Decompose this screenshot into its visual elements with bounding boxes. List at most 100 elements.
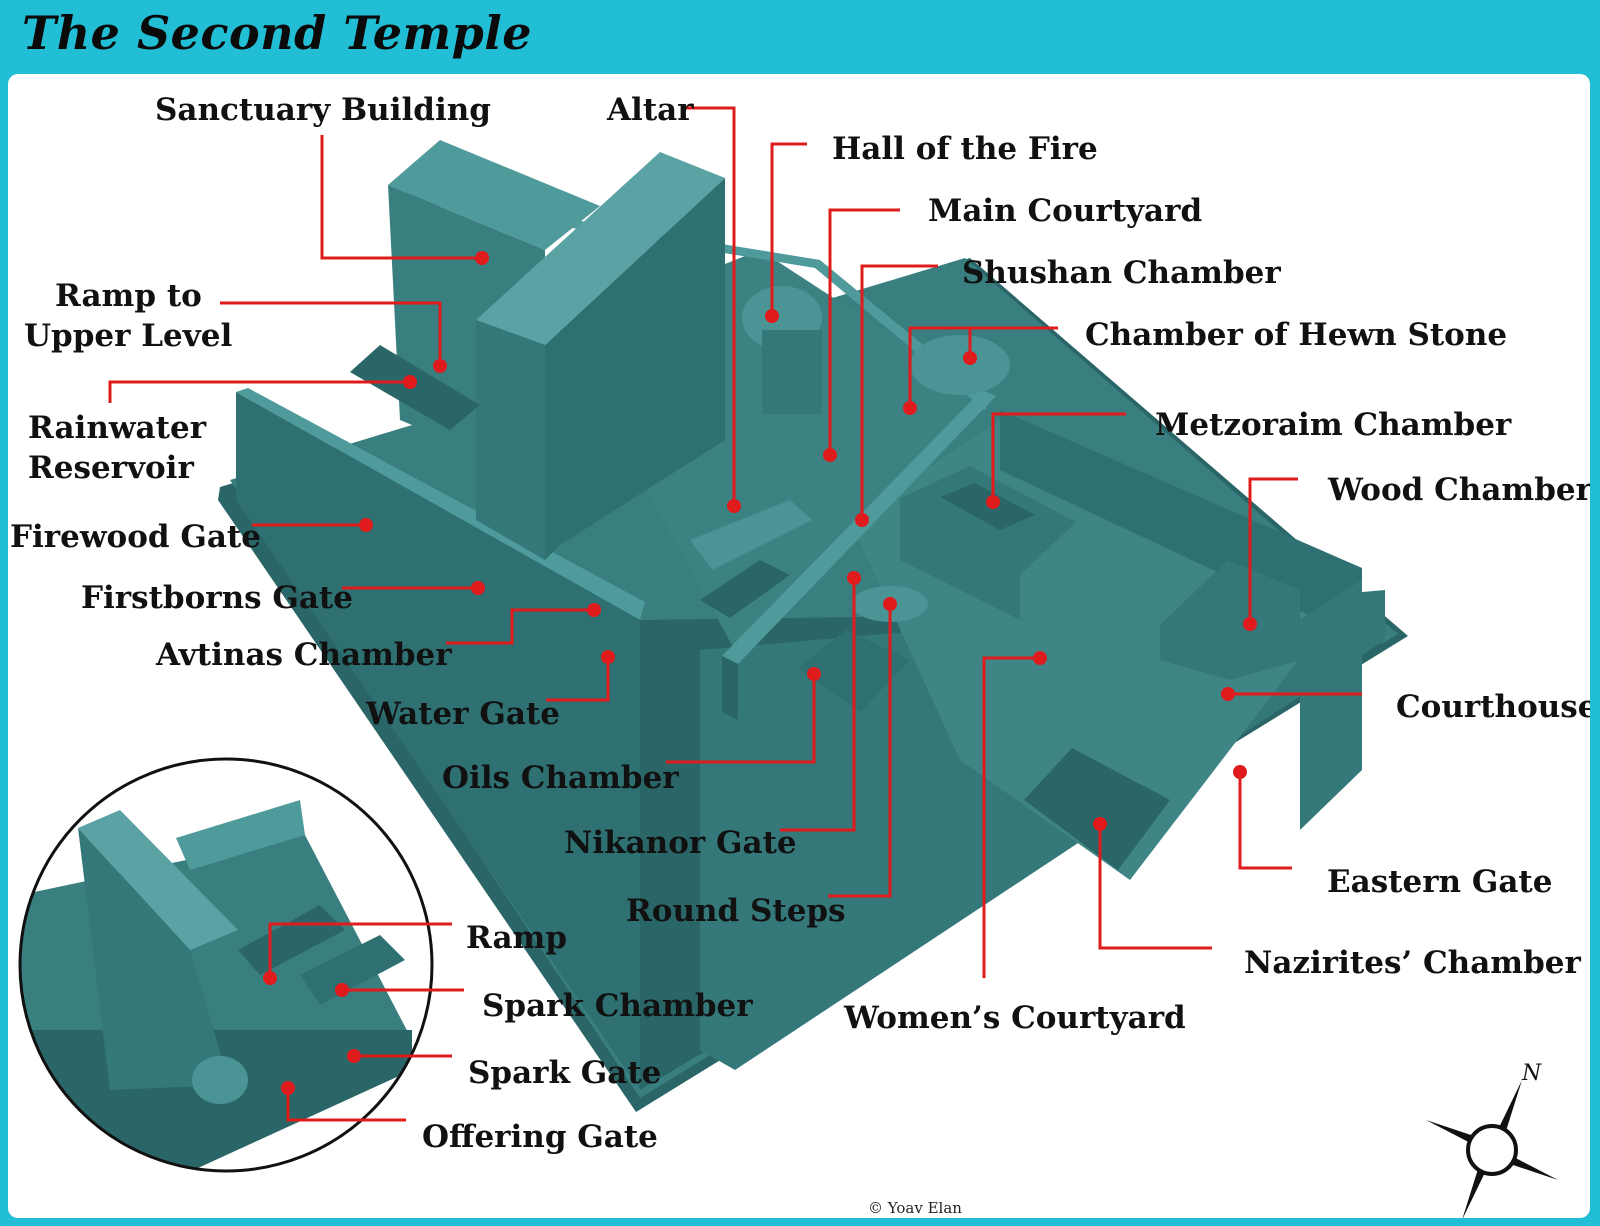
wood-chamber-block bbox=[1160, 560, 1300, 680]
label-round-steps: Round Steps bbox=[626, 893, 846, 929]
leader-offering bbox=[286, 1088, 406, 1122]
dot-eastern bbox=[1233, 765, 1247, 779]
label-metzoraim-chamber: Metzoraim Chamber bbox=[1155, 407, 1512, 443]
dot-firewood bbox=[359, 518, 373, 532]
leader-hall-of-fire bbox=[770, 142, 807, 316]
dot-spark-chamber bbox=[335, 983, 349, 997]
sanctuary-face-side bbox=[545, 178, 725, 560]
leader-avtinas bbox=[446, 608, 594, 645]
label-avtinas-chamber: Avtinas Chamber bbox=[155, 637, 452, 673]
east-wall-end bbox=[1300, 580, 1362, 830]
leader-round-steps bbox=[828, 604, 892, 898]
label-spark-gate: Spark Gate bbox=[468, 1055, 661, 1091]
leader-wood bbox=[1248, 477, 1298, 624]
compass-rose: N bbox=[1426, 1061, 1558, 1218]
dividing-wall bbox=[722, 390, 996, 664]
label-ramp-to-upper-2: Upper Level bbox=[24, 318, 232, 354]
label-ramp: Ramp bbox=[466, 920, 567, 956]
altar-block bbox=[690, 500, 812, 570]
label-nazirites-chamber: Nazirites’ Chamber bbox=[1244, 945, 1581, 981]
label-spark-chamber: Spark Chamber bbox=[482, 988, 753, 1024]
leader-nazirites bbox=[1098, 824, 1212, 950]
inset-sanctuary-top bbox=[78, 810, 238, 950]
leader-nikanor bbox=[780, 578, 856, 832]
dot-hewn-stone-1 bbox=[903, 401, 917, 415]
label-sanctuary-building: Sanctuary Building bbox=[155, 92, 491, 128]
dot-offering bbox=[281, 1081, 295, 1095]
label-courthouse: Courthouse bbox=[1396, 689, 1590, 725]
sanctuary-face-front bbox=[476, 320, 545, 560]
inset-sanctuary-rear bbox=[176, 800, 305, 870]
dot-oils bbox=[807, 667, 821, 681]
sanctuary-rear-top bbox=[388, 140, 600, 250]
label-oils-chamber: Oils Chamber bbox=[442, 760, 679, 796]
label-hall-of-the-fire: Hall of the Fire bbox=[832, 131, 1098, 167]
leader-eastern bbox=[1238, 772, 1292, 870]
dot-nazirites bbox=[1093, 817, 1107, 831]
inset-spark-chamber bbox=[300, 935, 405, 1005]
leader-sanctuary bbox=[320, 135, 482, 260]
nazirites-chamber-block bbox=[1024, 748, 1170, 870]
page-title: The Second Temple bbox=[22, 6, 533, 60]
dot-nikanor bbox=[847, 571, 861, 585]
dot-firstborns bbox=[471, 581, 485, 595]
leader-hewn-stone bbox=[908, 326, 1058, 408]
hewn-stone-dome bbox=[910, 335, 1010, 395]
altar-steps bbox=[700, 560, 790, 618]
dot-ramp bbox=[263, 971, 277, 985]
label-firewood-gate: Firewood Gate bbox=[10, 519, 261, 555]
temple-diagram: Sanctuary Building Altar Hall of the Fir… bbox=[10, 92, 1590, 1218]
dot-shushan bbox=[855, 513, 869, 527]
label-rainwater-1: Rainwater bbox=[28, 410, 207, 446]
reservoir-channel bbox=[350, 345, 480, 430]
metzoraim-inner bbox=[940, 483, 1035, 530]
dot-spark-gate bbox=[347, 1049, 361, 1063]
label-firstborns-gate: Firstborns Gate bbox=[81, 580, 353, 616]
marker-dots bbox=[263, 251, 1257, 1095]
label-nikanor-gate: Nikanor Gate bbox=[564, 825, 797, 861]
leader-main-courtyard bbox=[828, 208, 900, 455]
dot-courthouse bbox=[1221, 687, 1235, 701]
labels: Sanctuary Building Altar Hall of the Fir… bbox=[10, 92, 1590, 1155]
dot-rainwater bbox=[403, 375, 417, 389]
inset-dome bbox=[192, 1056, 248, 1104]
label-offering-gate: Offering Gate bbox=[422, 1119, 658, 1155]
dot-wood bbox=[1243, 617, 1257, 631]
leader-shushan bbox=[860, 264, 938, 520]
dot-hall-of-fire bbox=[765, 309, 779, 323]
leader-lines bbox=[108, 106, 1362, 1122]
leader-oils bbox=[666, 674, 816, 764]
label-shushan-chamber: Shushan Chamber bbox=[962, 255, 1281, 291]
inset-ring bbox=[18, 757, 434, 1173]
dot-avtinas bbox=[587, 603, 601, 617]
label-chamber-of-hewn-stone: Chamber of Hewn Stone bbox=[1085, 317, 1507, 353]
outer-wall-sw bbox=[236, 388, 645, 620]
dot-main-courtyard bbox=[823, 448, 837, 462]
label-wood-chamber: Wood Chamber bbox=[1327, 472, 1590, 508]
dot-altar bbox=[727, 499, 741, 513]
leader-altar bbox=[684, 106, 736, 506]
label-ramp-to-upper-1: Ramp to bbox=[55, 278, 202, 314]
dividing-wall-face bbox=[722, 656, 738, 720]
leader-rainwater bbox=[108, 380, 410, 403]
outer-wall-sw-face bbox=[236, 392, 640, 1090]
label-water-gate: Water Gate bbox=[365, 696, 560, 732]
leader-ramp-upper bbox=[220, 301, 442, 366]
dot-round-steps bbox=[883, 597, 897, 611]
leader-ramp bbox=[268, 922, 452, 978]
leader-water bbox=[546, 657, 610, 702]
leader-womens bbox=[982, 656, 1040, 978]
credit-text: © Yoav Elan bbox=[868, 1199, 962, 1217]
label-womens-courtyard: Women’s Courtyard bbox=[843, 1000, 1186, 1036]
dot-sanctuary bbox=[475, 251, 489, 265]
compass-north-letter: N bbox=[1521, 1061, 1542, 1086]
inset-sanctuary-front bbox=[78, 828, 230, 1090]
dot-womens bbox=[1033, 651, 1047, 665]
dot-metzoraim bbox=[986, 495, 1000, 509]
compass-center bbox=[1466, 1124, 1518, 1176]
dot-ramp-upper bbox=[433, 359, 447, 373]
diagram-panel: Sanctuary Building Altar Hall of the Fir… bbox=[8, 74, 1590, 1218]
label-eastern-gate: Eastern Gate bbox=[1327, 864, 1552, 900]
label-main-courtyard: Main Courtyard bbox=[928, 193, 1202, 229]
inset-detail bbox=[18, 757, 434, 1173]
